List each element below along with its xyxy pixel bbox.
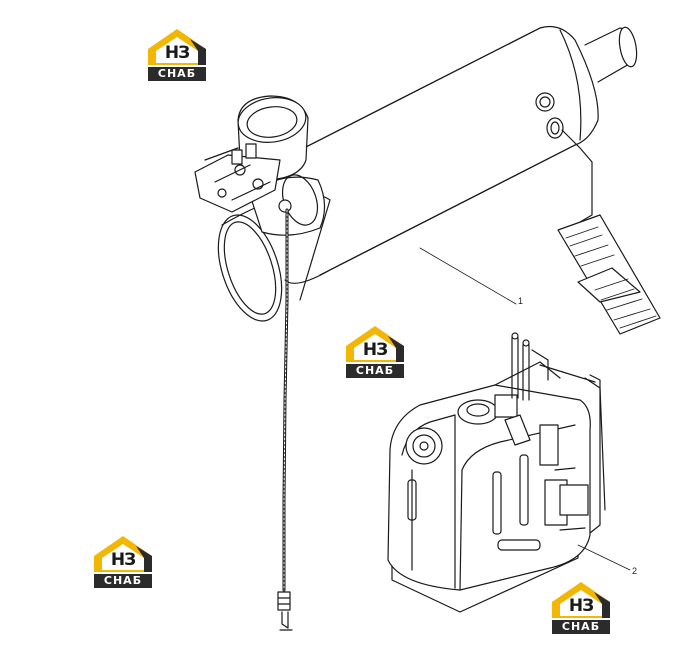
watermark-logo: НЗ СНАБ xyxy=(92,534,154,590)
watermark-top-text: НЗ xyxy=(568,596,594,616)
watermark-top-text: НЗ xyxy=(110,550,136,570)
def-tank-assembly xyxy=(387,332,606,613)
muffler-sensor-cable xyxy=(561,129,593,223)
watermark-logo: НЗ СНАБ xyxy=(146,27,208,83)
muffler-assembly xyxy=(194,25,638,322)
watermark-bottom-text: СНАБ xyxy=(103,574,143,587)
watermark-top-text: НЗ xyxy=(164,43,190,63)
watermark-top-text: НЗ xyxy=(362,340,388,360)
perforated-bracket xyxy=(557,214,661,335)
watermark-logo: НЗ СНАБ xyxy=(550,580,612,636)
callout-2: 2 xyxy=(632,566,638,576)
leader-line-1 xyxy=(419,247,517,305)
watermark-bottom-text: СНАБ xyxy=(561,620,601,633)
watermark-logo: НЗ СНАБ xyxy=(344,324,406,380)
watermark-bottom-text: СНАБ xyxy=(355,364,395,377)
exhaust-temp-sensor-cable xyxy=(277,208,293,631)
leader-line-2 xyxy=(577,544,631,571)
watermark-bottom-text: СНАБ xyxy=(157,67,197,80)
callout-1: 1 xyxy=(518,296,524,306)
